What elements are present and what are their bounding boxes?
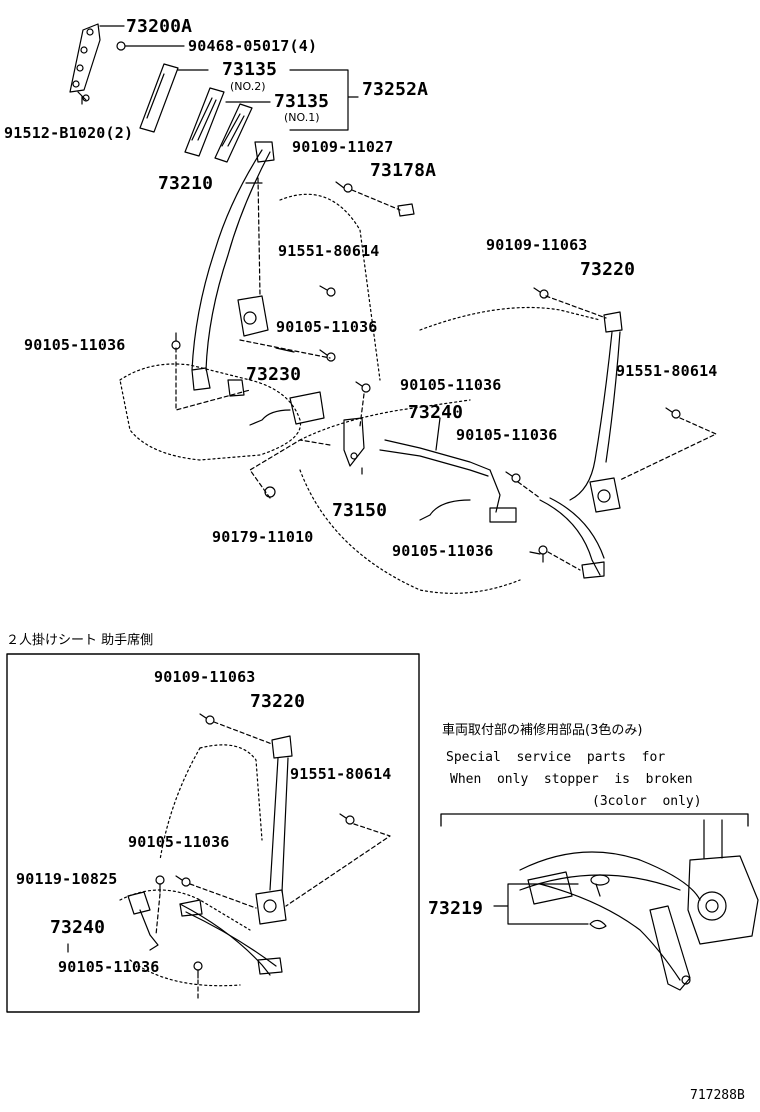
inset-left-seat-outline — [119, 744, 263, 987]
buckle-73230 — [249, 391, 325, 426]
part-number-73150[interactable]: 73150 — [332, 500, 388, 521]
seat-belt-73210 — [191, 141, 275, 397]
part-number-90105-11036-b[interactable]: 90105-11036 — [24, 336, 126, 354]
part-number-73240[interactable]: 73240 — [408, 402, 464, 423]
part-number-73135-b[interactable]: 73135 — [274, 91, 330, 112]
part-number-90105-11036-a[interactable]: 90105-11036 — [276, 318, 378, 336]
inset-left-bolts — [155, 713, 355, 979]
inset-part-number-73220[interactable]: 73220 — [250, 691, 306, 712]
bolt-icons-main — [171, 181, 681, 563]
front-seat-outline — [119, 193, 601, 594]
part-number-90109-11063[interactable]: 90109-11063 — [486, 236, 588, 254]
inset-right-line2: When only stopper is broken — [450, 772, 693, 787]
label-bracket-73219 — [493, 883, 589, 925]
stopper-detail-73219 — [519, 819, 759, 991]
label-no1: (NO.1) — [284, 111, 320, 124]
inset-box-left — [6, 653, 420, 1013]
part-number-91551-80614-b[interactable]: 91551-80614 — [616, 362, 718, 380]
inset-part-number-90119-10825[interactable]: 90119-10825 — [16, 870, 118, 888]
label-no2: (NO.2) — [230, 80, 266, 93]
part-number-73219[interactable]: 73219 — [428, 898, 484, 919]
label-leaders-main — [99, 25, 541, 555]
wire-harness-73240 — [379, 439, 517, 523]
part-number-73178a[interactable]: 73178A — [370, 160, 437, 181]
inset-right-line3: (3color only) — [592, 794, 702, 809]
cover-73135-no1 — [184, 87, 253, 163]
inset-left-buckle-73240 — [127, 891, 159, 951]
inset-right-title-jp: 車両取付部の補修用部品(3色のみ) — [442, 723, 643, 738]
inset-left-title: ２人掛けシート 助手席側 — [6, 633, 154, 648]
group-bracket-73252a — [289, 69, 359, 131]
part-number-90109-11027[interactable]: 90109-11027 — [292, 138, 394, 156]
part-number-90179-11010[interactable]: 90179-11010 — [212, 528, 314, 546]
inset-part-number-73240[interactable]: 73240 — [50, 917, 106, 938]
part-number-90105-11036-e[interactable]: 90105-11036 — [392, 542, 494, 560]
inset-right-line1: Special service parts for — [446, 750, 666, 765]
cover-73135-no2 — [139, 63, 179, 133]
part-number-73135-a[interactable]: 73135 — [222, 59, 278, 80]
inset-left-belt-73220 — [179, 735, 293, 976]
part-number-73252a[interactable]: 73252A — [362, 79, 429, 100]
leader-lines-main — [175, 177, 717, 571]
inset-left-leaders — [155, 721, 391, 999]
inset-right-bracket — [440, 813, 749, 827]
part-number-90105-11036-c[interactable]: 90105-11036 — [400, 376, 502, 394]
part-number-73200a[interactable]: 73200A — [126, 16, 193, 37]
buckle-73150 — [343, 417, 365, 467]
inset-part-number-90109-11063[interactable]: 90109-11063 — [154, 668, 256, 686]
inset-part-number-90105-11036-a[interactable]: 90105-11036 — [128, 833, 230, 851]
part-number-73210[interactable]: 73210 — [158, 173, 214, 194]
part-number-73220[interactable]: 73220 — [580, 259, 636, 280]
part-number-91512-b1020[interactable]: 91512-B1020(2) — [4, 124, 134, 142]
anchor-plate-73200a — [69, 23, 101, 93]
bolt-icon-91512 — [77, 91, 90, 105]
seat-belt-73220 — [539, 311, 623, 579]
inset-part-number-91551-80614[interactable]: 91551-80614 — [290, 765, 392, 783]
part-number-91551-80614-a[interactable]: 91551-80614 — [278, 242, 380, 260]
part-number-73230[interactable]: 73230 — [246, 364, 302, 385]
part-number-90105-11036-d[interactable]: 90105-11036 — [456, 426, 558, 444]
diagram-reference-code: 717288B — [690, 1088, 745, 1103]
part-number-90468-05017[interactable]: 90468-05017(4) — [188, 37, 318, 55]
inset-part-number-90105-11036-b[interactable]: 90105-11036 — [58, 958, 160, 976]
bolt-icon-90468 — [116, 41, 126, 51]
